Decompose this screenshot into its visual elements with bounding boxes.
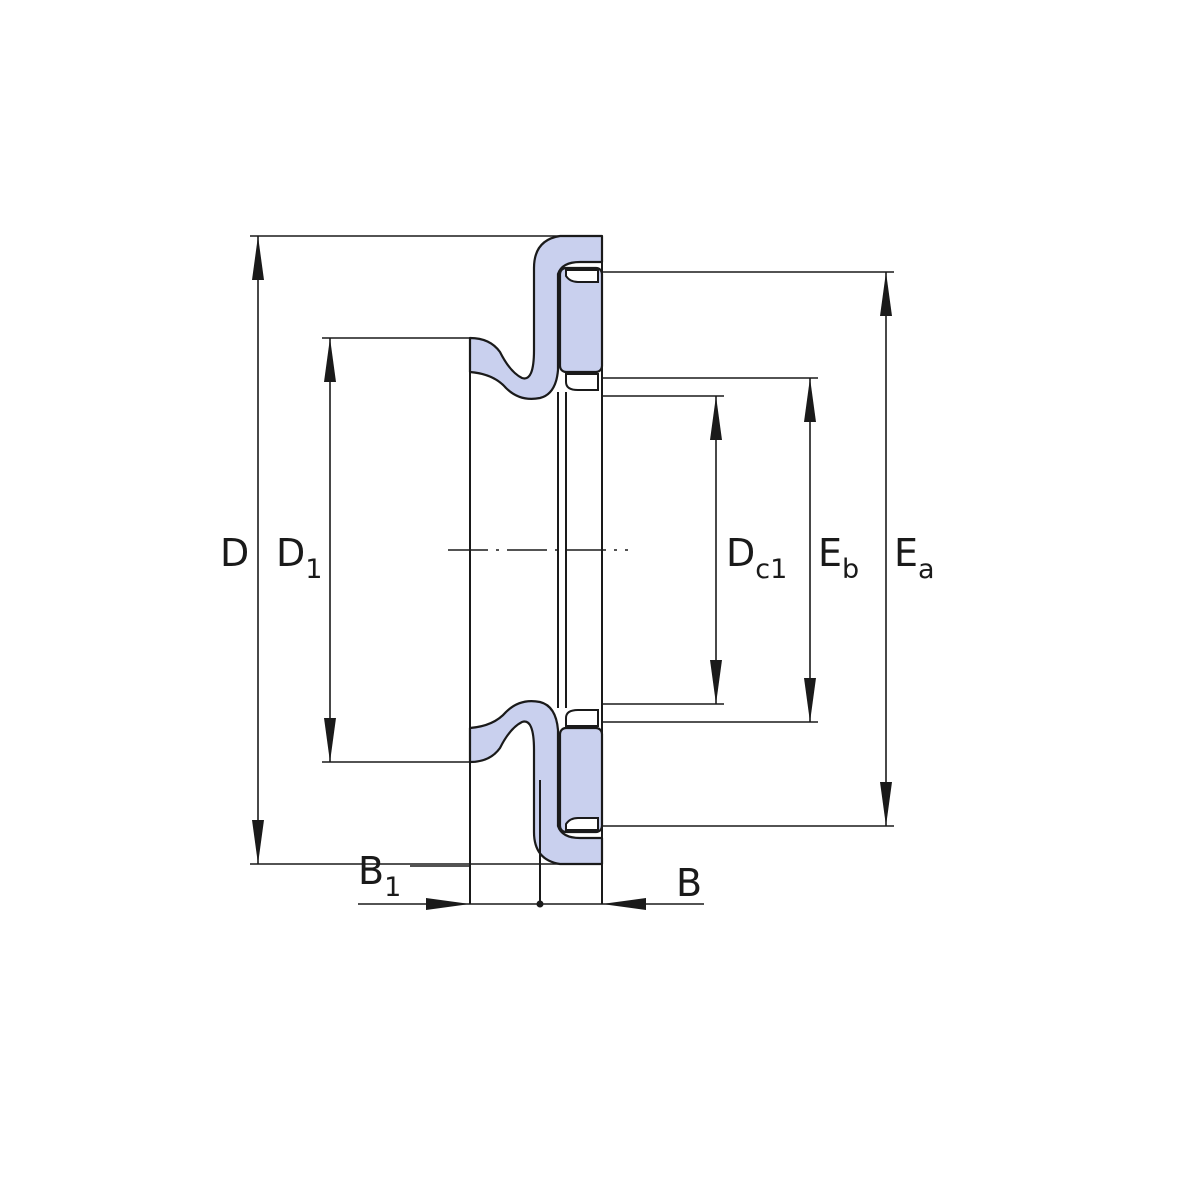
label-B: B (676, 861, 702, 905)
label-B1: B1 (358, 849, 401, 903)
label-D1: D1 (276, 531, 322, 585)
dimension-Ea (880, 272, 892, 826)
dimension-D (252, 236, 264, 864)
label-Ea: Ea (894, 531, 935, 585)
extension-lines (250, 235, 894, 865)
bearing-section-bottom (468, 700, 604, 866)
label-D: D (220, 531, 249, 575)
dimension-D1 (324, 338, 336, 762)
label-Dc1: Dc1 (726, 531, 787, 585)
dimension-Eb (804, 378, 816, 722)
dimension-Dc1 (710, 396, 722, 704)
dimension-B1-B (358, 865, 704, 910)
bearing-section-top (468, 234, 604, 400)
label-Eb: Eb (818, 531, 859, 585)
